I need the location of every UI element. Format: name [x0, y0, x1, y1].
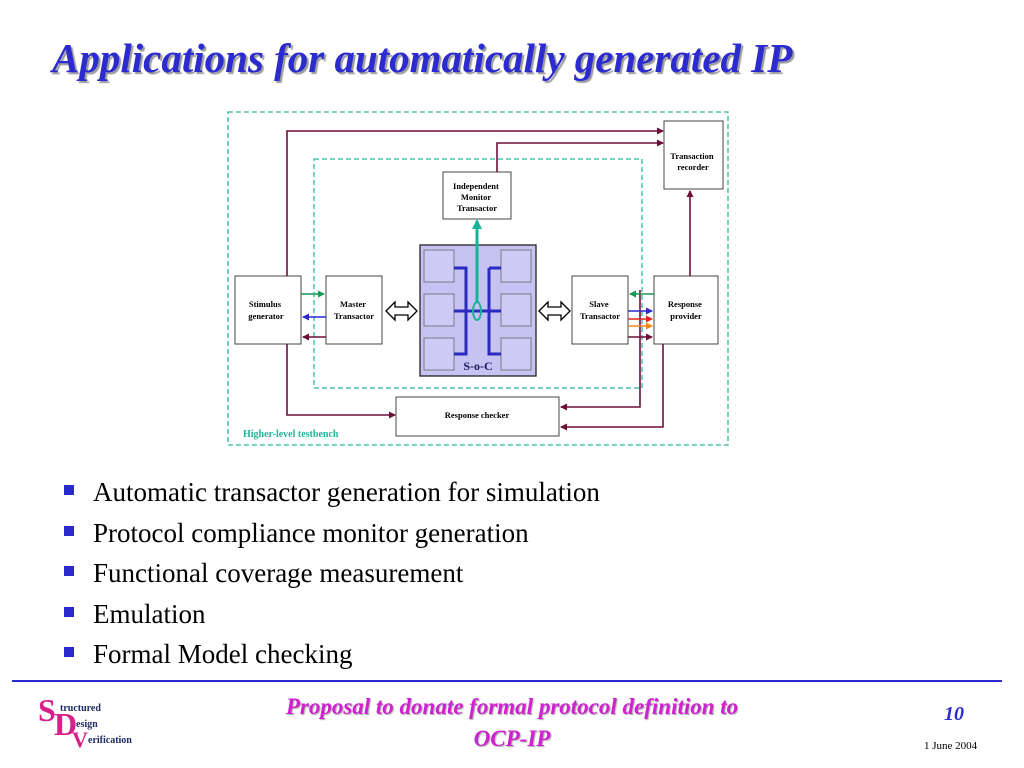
arrow-monitor-to-recorder [496, 139, 664, 172]
square-bullet-icon [64, 525, 74, 536]
independent-monitor-box: Independent Monitor Transactor [442, 171, 512, 220]
footer-caption-line: Proposal to donate formal protocol defin… [285, 694, 739, 719]
response-provider-box: Response provider [653, 275, 719, 345]
svg-text:Response provider: Response provider [668, 299, 704, 321]
box-label: Response [668, 299, 702, 309]
bullet-item: Functional coverage measurement [62, 553, 600, 594]
transaction-recorder-box: Transaction recorder [663, 120, 724, 190]
box-label: Slave [589, 299, 609, 309]
box-label: Independent [453, 181, 499, 191]
box-label: Transaction [670, 151, 714, 161]
soc-bus [454, 266, 501, 356]
footer-caption-line: OCP-IP [473, 726, 551, 751]
svg-text:D: D [54, 706, 77, 742]
bullet-item: Formal Model checking [62, 634, 600, 675]
soc-core [500, 249, 532, 283]
soc-core [500, 337, 532, 371]
svg-text:Stimulus generator: Stimulus generator [248, 299, 284, 321]
box-label: generator [248, 311, 284, 321]
box-label: Monitor [461, 192, 491, 202]
box-label: Transactor [580, 311, 620, 321]
slide-title: Applications for automatically generated… [52, 35, 793, 81]
box-label: Stimulus [249, 299, 282, 309]
bullet-list: Automatic transactor generation for simu… [62, 472, 600, 675]
soc-core [423, 293, 455, 327]
square-bullet-icon [64, 485, 74, 495]
bullet-text: Automatic transactor generation for simu… [93, 477, 600, 507]
testbench-label: Higher-level testbench [243, 429, 339, 440]
footer-divider [12, 680, 1002, 682]
outer-testbench-border [227, 111, 729, 446]
testbench-diagram: Higher-level testbench S-o-C Transaction… [227, 111, 729, 446]
bullet-text: Emulation [93, 598, 206, 629]
box-label: provider [670, 311, 702, 321]
svg-text:erification: erification [88, 735, 132, 746]
soc-core [423, 337, 455, 371]
svg-text:Transaction recorder: Transaction recorder [670, 151, 715, 172]
box-label: Response checker [445, 410, 510, 420]
bullet-item: Automatic transactor generation for simu… [62, 472, 600, 513]
box-label: Transactor [457, 203, 497, 213]
sdv-logo: S D V tructured esign erification [38, 692, 132, 749]
slave-transactor-box: Slave Transactor [571, 275, 629, 345]
arrow-slave-to-checker [560, 290, 641, 411]
box-label: Transactor [334, 311, 374, 321]
master-transactor-box: Master Transactor [325, 275, 383, 345]
bullet-item: Emulation [62, 594, 600, 635]
svg-text:Master Transactor: Master Transactor [334, 299, 374, 321]
slide-date: 1 June 2004 [924, 740, 978, 752]
svg-text:Independent Monitor: Independent Monitor Transactor [453, 181, 501, 213]
arrow-stimulus-to-recorder [286, 127, 664, 276]
arrow-provider-to-checker [560, 344, 664, 431]
svg-text:esign: esign [76, 719, 98, 730]
svg-text:S: S [38, 692, 56, 728]
svg-text:V: V [72, 727, 88, 749]
arrow-stimulus-to-checker [286, 344, 396, 419]
bullet-item: Protocol compliance monitor generation [62, 513, 600, 554]
box-label: Master [340, 299, 366, 309]
inner-testbench-border [313, 158, 643, 389]
square-bullet-icon [64, 647, 74, 657]
master-soc-bidirectional-arrow [385, 300, 418, 322]
bullet-text: Formal Model checking [93, 639, 353, 669]
soc-core [500, 293, 532, 327]
soc-slave-bidirectional-arrow [538, 300, 571, 322]
footer-caption: Proposal to donate formal protocol defin… [212, 691, 812, 755]
square-bullet-icon [64, 606, 74, 617]
soc-core [423, 249, 455, 283]
stimulus-generator-box: Stimulus generator [234, 275, 302, 345]
response-checker-box: Response checker [395, 396, 560, 437]
svg-text:Slave Transactor: Slave Transactor [580, 299, 620, 321]
bullet-text: Protocol compliance monitor generation [93, 517, 529, 548]
box-label: recorder [677, 162, 709, 172]
bullet-text: Functional coverage measurement [93, 558, 464, 588]
soc-label: S-o-C [463, 359, 492, 373]
page-number: 10 [944, 703, 964, 725]
svg-text:tructured: tructured [60, 703, 101, 714]
square-bullet-icon [64, 566, 74, 576]
